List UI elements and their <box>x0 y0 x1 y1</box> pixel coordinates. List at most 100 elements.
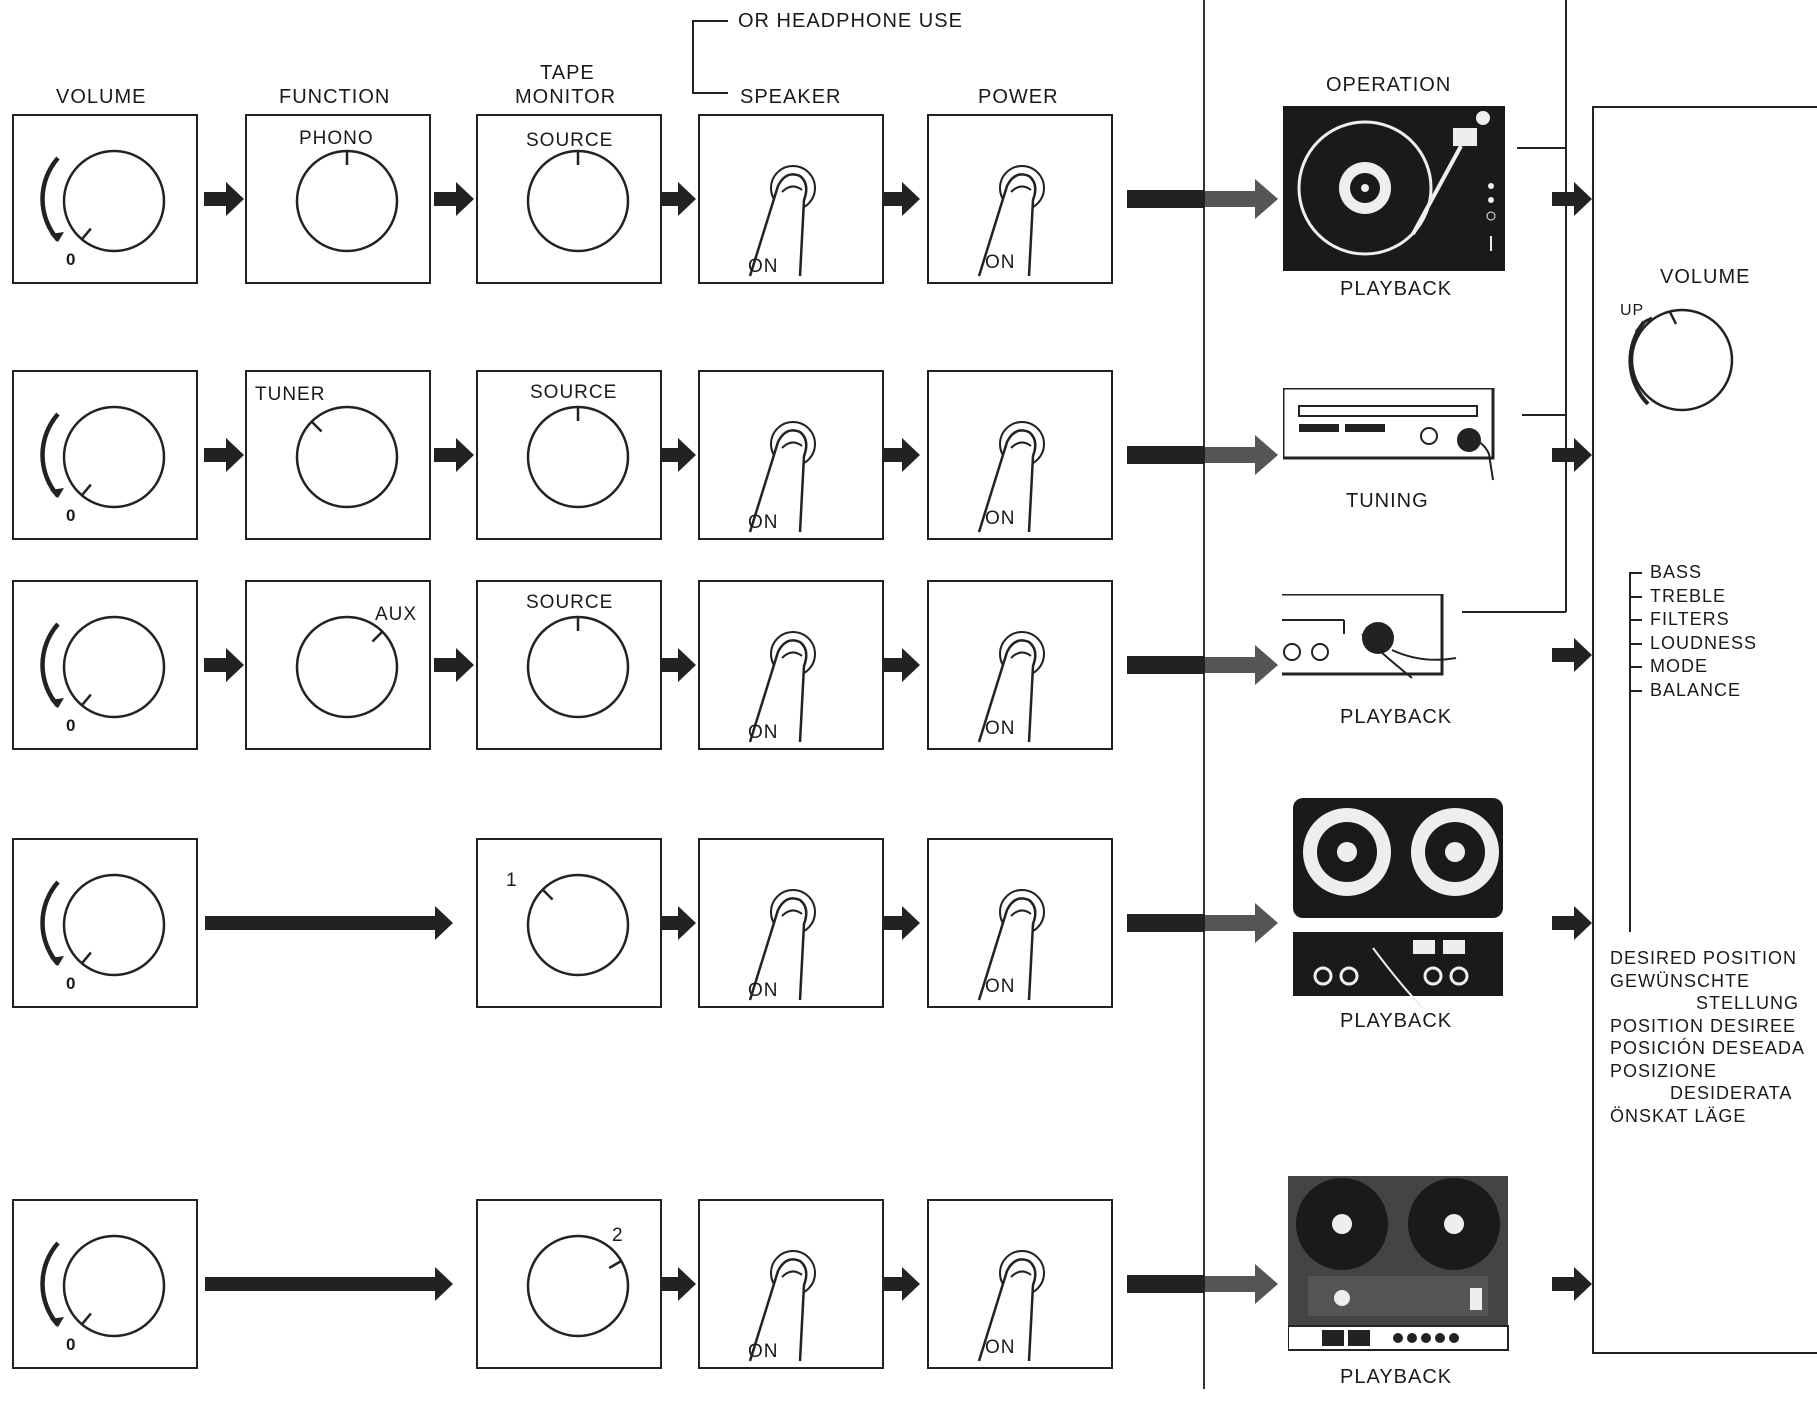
speaker-panel: ON <box>698 114 884 284</box>
speaker-panel: ON <box>698 838 884 1008</box>
tape-monitor-knob[interactable] <box>478 1201 664 1371</box>
volume-panel: 0 <box>12 1199 198 1369</box>
aux-deck-icon <box>1282 594 1457 679</box>
speaker-button-finger[interactable] <box>700 1201 886 1371</box>
function-knob[interactable] <box>247 372 433 542</box>
speaker-on-label: ON <box>748 1341 779 1362</box>
power-on-label: ON <box>985 252 1016 273</box>
controls-bracket <box>1629 572 1631 932</box>
speaker-panel: ON <box>698 370 884 540</box>
power-button-finger[interactable] <box>929 116 1115 286</box>
tape-panel: SOURCE <box>476 370 662 540</box>
power-on-label: ON <box>985 508 1016 529</box>
function-knob[interactable] <box>247 582 433 752</box>
adjust-control-label: FILTERS <box>1630 609 1730 630</box>
tape-monitor-knob[interactable] <box>478 840 664 1010</box>
tape-monitor-knob[interactable] <box>478 116 664 286</box>
power-button-finger[interactable] <box>929 1201 1115 1371</box>
volume-zero-mark: 0 <box>66 250 77 269</box>
header-speaker: SPEAKER <box>740 86 842 108</box>
desired-position-text: POSIZIONE <box>1610 1060 1718 1081</box>
function-panel: AUX <box>245 580 431 750</box>
volume-panel: 0 <box>12 838 198 1008</box>
tape-monitor-label: SOURCE <box>526 130 614 151</box>
device-label: TUNING <box>1346 490 1429 512</box>
tape-monitor-label: 2 <box>612 1225 624 1246</box>
function-knob[interactable] <box>247 116 433 286</box>
volume-panel: 0 <box>12 370 198 540</box>
adjust-control-label: BALANCE <box>1630 680 1741 701</box>
power-on-label: ON <box>985 1337 1016 1358</box>
adjust-control-label: BASS <box>1630 562 1702 583</box>
device-label: PLAYBACK <box>1340 706 1453 728</box>
headphone-bracket <box>692 20 728 94</box>
function-label: TUNER <box>255 384 326 405</box>
tape-monitor-label: SOURCE <box>530 382 618 403</box>
volume-knob[interactable] <box>14 1201 200 1371</box>
speaker-button-finger[interactable] <box>700 582 886 752</box>
desired-position-text: STELLUNG <box>1696 993 1800 1013</box>
turntable-icon <box>1283 106 1505 271</box>
volume-zero-mark: 0 <box>66 506 77 525</box>
power-button-finger[interactable] <box>929 372 1115 542</box>
header-tape-monitor-line2: MONITOR <box>515 86 617 108</box>
volume-knob[interactable] <box>14 116 200 286</box>
speaker-button-finger[interactable] <box>700 840 886 1010</box>
reel-to-reel-icon <box>1293 798 1503 1009</box>
device-label: PLAYBACK <box>1340 1366 1453 1388</box>
header-tape-monitor-line1: TAPE <box>540 62 595 84</box>
tape-monitor-knob[interactable] <box>478 372 664 542</box>
volume-knob[interactable] <box>14 840 200 1010</box>
adjust-panel <box>1592 106 1817 1354</box>
desired-position-text: POSICIÓN DESEADA <box>1610 1038 1806 1058</box>
desired-position-text: DESIDERATA <box>1670 1083 1793 1103</box>
speaker-on-label: ON <box>748 256 779 277</box>
volume-panel: 0 <box>12 114 198 284</box>
desired-position-text: ÖNSKAT LÄGE <box>1610 1105 1747 1126</box>
tape-panel: SOURCE <box>476 114 662 284</box>
right-up-label: UP <box>1620 302 1645 319</box>
header-power: POWER <box>978 86 1059 108</box>
header-volume: VOLUME <box>56 86 147 108</box>
tape-panel: SOURCE <box>476 580 662 750</box>
volume-zero-mark: 0 <box>66 716 77 735</box>
header-or-headphone-use: OR HEADPHONE USE <box>738 10 963 32</box>
speaker-on-label: ON <box>748 722 779 743</box>
power-on-label: ON <box>985 718 1016 739</box>
power-on-label: ON <box>985 976 1016 997</box>
volume-zero-mark: 0 <box>66 974 77 993</box>
function-label: PHONO <box>299 128 374 149</box>
power-button-finger[interactable] <box>929 840 1115 1010</box>
volume-knob[interactable] <box>14 372 200 542</box>
page-fold-line <box>1203 0 1205 1389</box>
device-label: PLAYBACK <box>1340 1010 1453 1032</box>
function-panel: TUNER <box>245 370 431 540</box>
desired-position-text: DESIRED POSITION <box>1610 948 1798 968</box>
device-label: PLAYBACK <box>1340 278 1453 300</box>
speaker-button-finger[interactable] <box>700 116 886 286</box>
speaker-on-label: ON <box>748 980 779 1001</box>
power-button-finger[interactable] <box>929 582 1115 752</box>
function-panel: PHONO <box>245 114 431 284</box>
power-panel: ON <box>927 114 1113 284</box>
volume-zero-mark: 0 <box>66 1335 77 1354</box>
adjust-control-label: MODE <box>1630 656 1708 677</box>
adjust-control-label: LOUDNESS <box>1630 633 1757 654</box>
speaker-panel: ON <box>698 1199 884 1369</box>
volume-knob[interactable] <box>14 582 200 752</box>
power-panel: ON <box>927 370 1113 540</box>
header-function: FUNCTION <box>279 86 391 108</box>
speaker-button-finger[interactable] <box>700 372 886 542</box>
speaker-on-label: ON <box>748 512 779 533</box>
volume-panel: 0 <box>12 580 198 750</box>
tape-monitor-knob[interactable] <box>478 582 664 752</box>
function-label: AUX <box>375 604 418 625</box>
power-panel: ON <box>927 838 1113 1008</box>
desired-position-text: GEWÜNSCHTE <box>1610 970 1750 991</box>
tape-monitor-label: SOURCE <box>526 592 614 613</box>
speaker-panel: ON <box>698 580 884 750</box>
power-panel: ON <box>927 1199 1113 1369</box>
reel-to-reel-deck-icon <box>1288 1176 1509 1351</box>
tape-panel: 2 <box>476 1199 662 1369</box>
